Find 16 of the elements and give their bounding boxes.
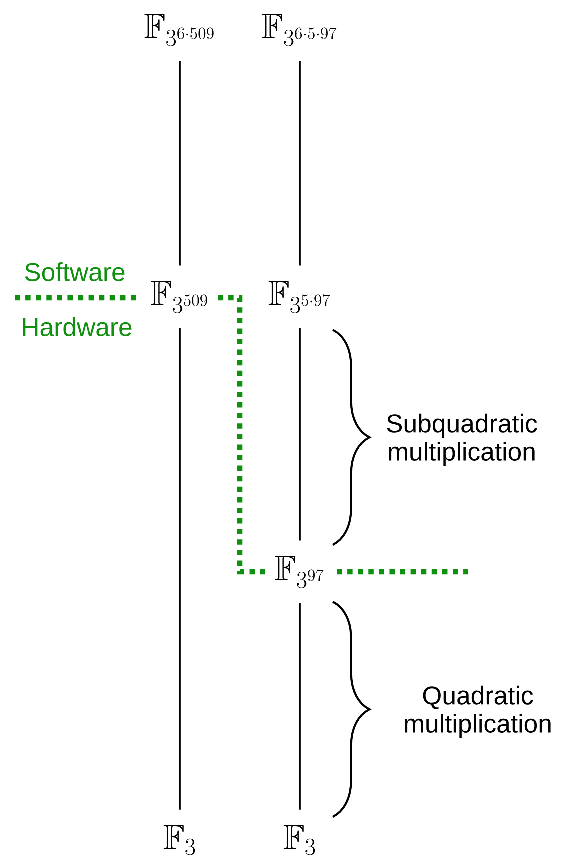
field-label: $\mathbb{F}_{3}$ — [284, 825, 316, 856]
line — [179, 328, 181, 810]
line — [299, 328, 301, 541]
field-label: $\mathbb{F}_{3^{509}}$ — [151, 281, 208, 314]
line — [299, 603, 301, 810]
field-label: $\mathbb{F}_{3^{97}}$ — [275, 556, 324, 588]
line — [299, 61, 301, 266]
label-text: Hardware — [23, 318, 132, 336]
field-label: $\mathbb{F}_{3^{5\cdot 97}}$ — [268, 281, 330, 314]
label-text: Subquadratic multiplication — [387, 414, 538, 466]
field-label: $\mathbb{F}_{3^{6\cdot 5\cdot 97}}$ — [262, 14, 337, 46]
label-text: Quadratic multiplication — [405, 686, 551, 738]
line — [179, 61, 181, 266]
field-label: $\mathbb{F}_{3}$ — [164, 825, 196, 856]
label-text: Software — [25, 262, 125, 282]
field-label: $\mathbb{F}_{3^{6\cdot 509}}$ — [144, 14, 214, 46]
